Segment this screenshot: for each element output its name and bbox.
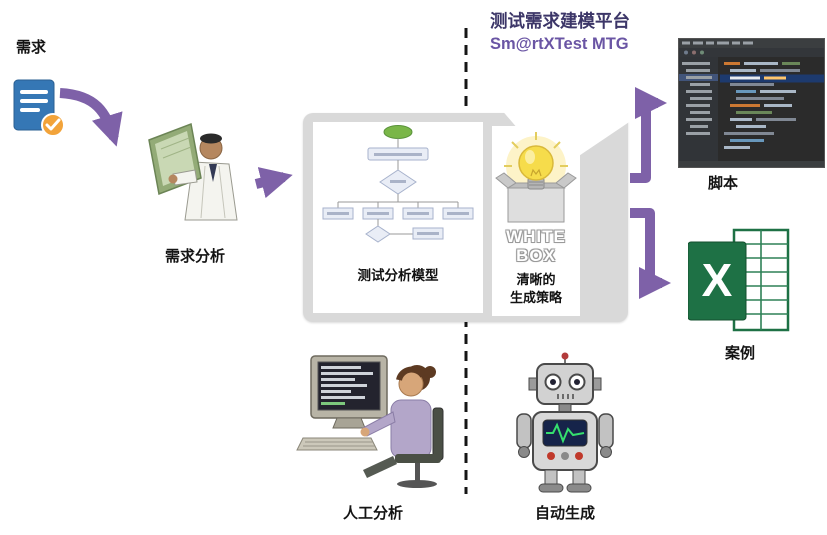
manual-analysis-label: 人工分析 — [342, 505, 403, 522]
flowchart-graphic — [322, 125, 474, 243]
requirement-document-icon — [13, 79, 65, 137]
analyst-figure — [148, 122, 238, 221]
case-label: 案例 — [724, 345, 755, 362]
requirement-analysis-label: 需求分析 — [164, 248, 225, 265]
strategy-line2: 生成策略 — [509, 289, 562, 305]
white-box-text-line1: WHITE — [506, 227, 566, 246]
white-box-panel: WHITE BOX 清晰的 生成策略 — [492, 126, 580, 316]
script-editor-screenshot — [678, 38, 825, 168]
excel-logo-letter: X — [702, 254, 733, 306]
platform-subtitle: Sm@rtXTest MTG — [490, 35, 629, 53]
dashed-divider-line — [464, 28, 468, 494]
auto-generation-label: 自动生成 — [534, 505, 595, 522]
strategy-line1: 清晰的 — [516, 272, 556, 288]
test-analysis-model-label: 测试分析模型 — [357, 268, 439, 283]
excel-icon: X — [688, 228, 790, 332]
test-analysis-model-panel: 测试分析模型 — [313, 122, 483, 313]
lightbulb-icon — [495, 132, 577, 223]
person-at-computer-figure — [296, 355, 444, 488]
platform-title-block: 测试需求建模平台 Sm@rtXTest MTG — [490, 8, 630, 54]
requirement-label: 需求 — [16, 39, 47, 56]
white-box-text-line2: BOX — [516, 245, 556, 265]
robot-figure — [516, 352, 614, 493]
script-label: 脚本 — [707, 175, 738, 192]
strategy-text: 清晰的 生成策略 — [510, 271, 562, 306]
platform-title: 测试需求建模平台 — [490, 11, 630, 31]
